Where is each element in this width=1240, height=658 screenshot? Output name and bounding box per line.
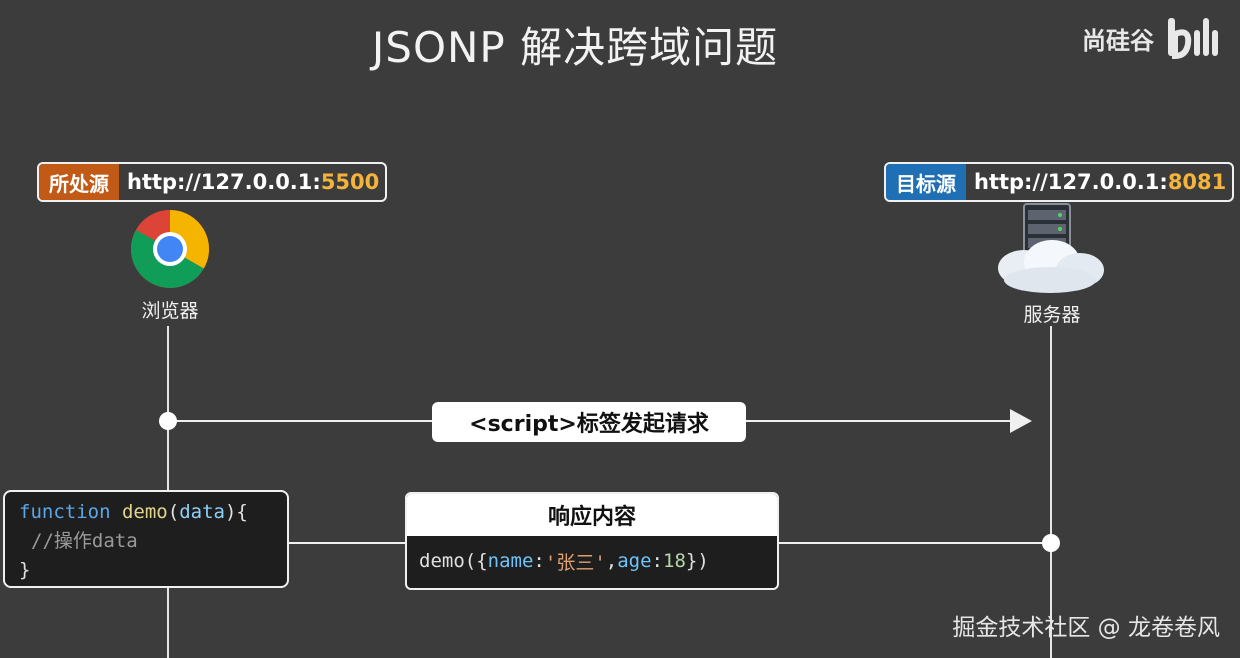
- chrome-icon: [130, 209, 210, 289]
- target-origin-box: 目标源 http://127.0.0.1:8081: [884, 162, 1235, 202]
- source-port: 5500: [320, 170, 380, 194]
- code-fn-name: demo: [121, 501, 168, 523]
- brand: 尚硅谷: [1082, 16, 1222, 60]
- watermark: 掘金技术社区 @ 龙卷卷风: [952, 615, 1220, 641]
- target-origin-url: http://127.0.0.1:8081: [966, 164, 1232, 200]
- target-url-prefix: http://127.0.0.1:: [974, 170, 1168, 194]
- source-origin-url: http://127.0.0.1:5500: [119, 164, 385, 200]
- source-origin-tag: 所处源: [39, 164, 119, 200]
- source-url-prefix: http://127.0.0.1:: [127, 170, 321, 194]
- response-open: ({: [464, 550, 488, 572]
- code-line-3: }: [19, 559, 31, 581]
- source-origin-box: 所处源 http://127.0.0.1:5500: [37, 162, 388, 202]
- code-line-1: function demo(data){: [19, 501, 248, 523]
- code-block: function demo(data){ //操作data }: [3, 490, 289, 588]
- code-param: data: [179, 501, 225, 523]
- response-key-age: age: [617, 550, 652, 572]
- server-lifeline: [1050, 326, 1052, 658]
- response-val-name: '张三': [544, 551, 606, 574]
- response-header: 响应内容: [407, 494, 777, 536]
- page-title: JSONP 解决跨域问题: [371, 23, 779, 72]
- bilibili-logo-icon: [1168, 18, 1218, 60]
- response-val-age: 18: [663, 550, 686, 572]
- browser-label: 浏览器: [141, 300, 199, 322]
- server-cloud-icon: [998, 203, 1104, 293]
- request-label: <script>标签发起请求: [432, 402, 746, 442]
- code-line-2: //操作data: [31, 530, 138, 552]
- response-code: demo({name:'张三',age:18}): [407, 536, 777, 586]
- brand-name: 尚硅谷: [1082, 26, 1154, 55]
- response-close: }): [685, 550, 709, 572]
- code-keyword: function: [19, 501, 111, 523]
- target-origin-tag: 目标源: [886, 164, 966, 200]
- server-label: 服务器: [1023, 304, 1081, 326]
- response-box: 响应内容 demo({name:'张三',age:18}): [405, 492, 779, 590]
- response-key-name: name: [487, 550, 534, 572]
- response-sep: ,: [605, 550, 618, 572]
- response-fn: demo: [419, 550, 465, 572]
- target-port: 8081: [1167, 170, 1227, 194]
